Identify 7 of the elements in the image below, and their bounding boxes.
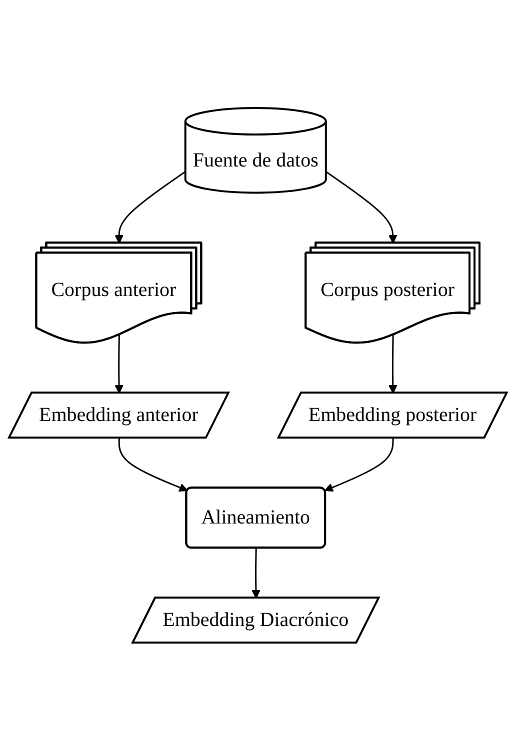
arrow [114,335,124,394]
arrow [326,171,398,244]
arrow [118,438,188,492]
arrow [252,548,261,599]
arrow [324,438,394,492]
arrow [388,335,398,394]
arrow [114,171,186,244]
